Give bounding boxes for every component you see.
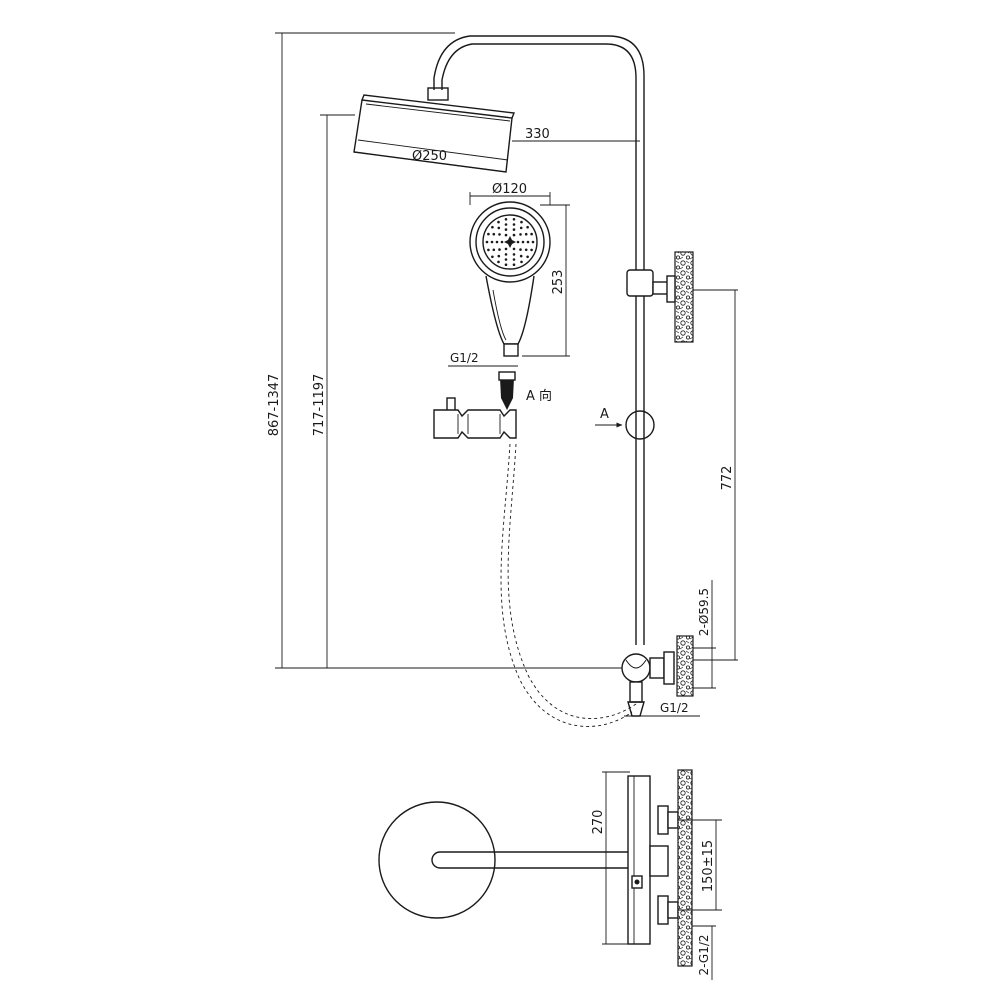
- nozzle-dot: [497, 226, 501, 230]
- nozzle-dot: [495, 240, 499, 244]
- shower-hose: [500, 443, 637, 727]
- dimension-head-diameter: Ø250: [353, 149, 507, 173]
- nozzle-dot: [498, 248, 501, 251]
- shower-arm: [433, 35, 645, 270]
- nozzle-dot: [504, 263, 508, 267]
- arrow-a-label: A: [600, 407, 609, 422]
- dimension-inlet-spacing: 150±15: [678, 819, 722, 911]
- nozzle-dot: [487, 248, 490, 252]
- nozzle-dot: [497, 254, 501, 258]
- dimension-inlet-threads: 2-G1/2: [692, 925, 716, 980]
- nozzle-dot: [519, 233, 522, 236]
- nozzle-dot: [485, 240, 489, 244]
- nozzle-dot: [512, 223, 516, 226]
- nozzle-dot: [512, 247, 516, 251]
- dimension-hand-diameter: Ø120: [469, 182, 551, 205]
- dimension-hand-length: 253: [522, 204, 570, 357]
- nozzle-dot: [526, 225, 529, 229]
- dimension-outlet-thread-label: G1/2: [660, 701, 689, 715]
- hand-shower-holder: A 向: [433, 371, 552, 439]
- center-nozzle-icon: [504, 236, 516, 248]
- nozzle-dot: [526, 240, 530, 244]
- nozzle-dot: [520, 260, 523, 264]
- nozzle-dot: [491, 225, 494, 229]
- nozzle-dot: [526, 255, 529, 259]
- dimension-fixing-holes-label: 2-Ø59.5: [697, 588, 711, 636]
- dimension-head-height-label: 717-1197: [312, 374, 327, 437]
- nozzle-dot: [530, 232, 533, 236]
- dimension-hand-length-label: 253: [551, 270, 566, 295]
- nozzle-dot: [492, 248, 496, 252]
- dimension-total-height: 867-1347: [267, 32, 640, 669]
- dimension-hand-thread: G1/2: [448, 351, 518, 367]
- nozzle-pattern: [485, 218, 535, 267]
- dimension-total-height-label: 867-1347: [267, 374, 282, 437]
- nozzle-dot: [492, 232, 496, 236]
- top-view-valve-body: [627, 769, 693, 967]
- dimension-arm-length: 330: [512, 127, 640, 142]
- dimension-fixing-holes: 2-Ø59.5: [693, 580, 716, 689]
- nozzle-dot: [519, 226, 523, 230]
- mixer-valve-front: [621, 635, 738, 717]
- hand-shower: [469, 201, 551, 357]
- dimension-arm-length-label: 330: [525, 127, 550, 142]
- dimension-head-diameter-label: Ø250: [412, 149, 447, 164]
- nozzle-dot: [504, 258, 508, 261]
- nozzle-dot: [524, 232, 528, 236]
- nozzle-dot: [512, 218, 516, 221]
- nozzle-dot: [504, 233, 508, 237]
- nozzle-dot: [512, 258, 516, 261]
- nozzle-dot: [504, 223, 508, 226]
- top-view-shower-head: [378, 801, 496, 919]
- nozzle-dot: [512, 253, 516, 256]
- top-view-arm: [431, 851, 649, 869]
- nozzle-dot: [498, 233, 501, 236]
- view-a-label: A 向: [526, 388, 552, 404]
- nozzle-dot: [519, 254, 523, 258]
- nozzle-dot: [504, 218, 508, 221]
- nozzle-dot: [512, 263, 516, 267]
- nozzle-dot: [519, 248, 522, 251]
- upper-wall-bracket: [626, 251, 738, 343]
- nozzle-dot: [530, 248, 533, 252]
- nozzle-dot: [497, 220, 500, 224]
- riser-pipe: [635, 270, 645, 645]
- dimension-outlet-thread: G1/2: [624, 701, 700, 717]
- nozzle-dot: [516, 240, 520, 244]
- dimension-inlet-threads-label: 2-G1/2: [697, 934, 711, 975]
- nozzle-dot: [512, 233, 516, 237]
- dimension-hand-diameter-label: Ø120: [492, 182, 527, 197]
- riser-slider: A: [595, 407, 655, 440]
- nozzle-dot: [487, 232, 490, 236]
- nozzle-dot: [504, 253, 508, 256]
- dimension-mount-spacing-label: 772: [720, 466, 735, 491]
- nozzle-dot: [497, 260, 500, 264]
- nozzle-dot: [491, 255, 494, 259]
- dimension-head-height: 717-1197: [312, 114, 355, 668]
- nozzle-dot: [490, 240, 494, 244]
- overhead-shower-head: [353, 87, 515, 173]
- dimension-hand-thread-label: G1/2: [450, 351, 479, 365]
- dimension-inlet-spacing-label: 150±15: [701, 840, 716, 892]
- nozzle-dot: [531, 240, 535, 244]
- nozzle-dot: [524, 248, 528, 252]
- nozzle-dot: [520, 220, 523, 224]
- nozzle-dot: [500, 240, 504, 244]
- nozzle-dot: [512, 228, 516, 231]
- dimension-mount-spacing: 772: [720, 290, 736, 660]
- dimension-valve-height: 270: [591, 771, 630, 945]
- nozzle-dot: [521, 240, 525, 244]
- nozzle-dot: [504, 228, 508, 231]
- dimension-valve-height-label: 270: [591, 810, 606, 835]
- nozzle-dot: [504, 247, 508, 251]
